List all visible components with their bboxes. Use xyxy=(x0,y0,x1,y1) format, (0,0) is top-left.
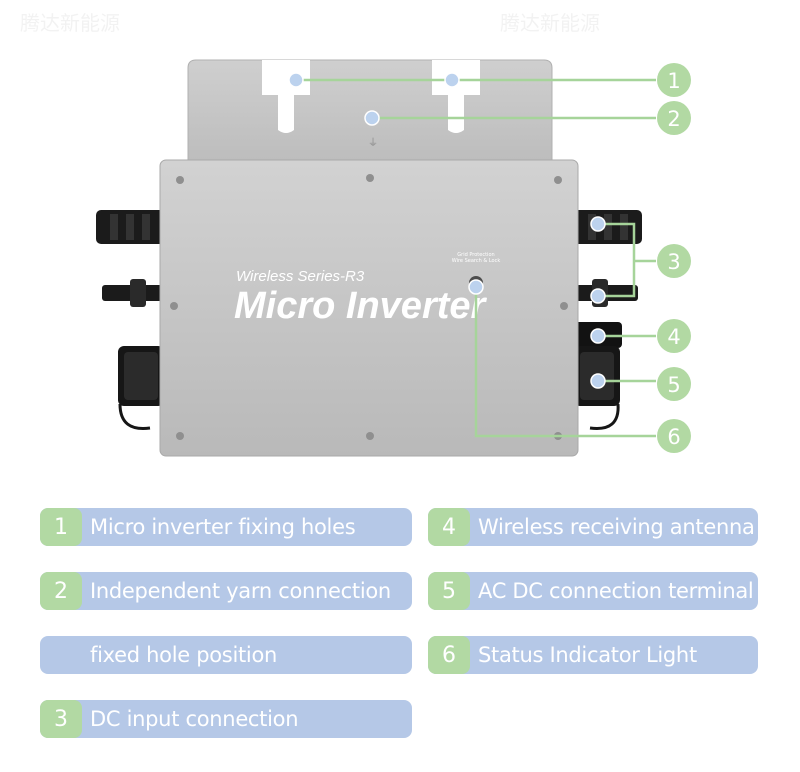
legend-item-2: 2 Independent yarn connection xyxy=(40,572,412,610)
callout-5: 5 xyxy=(657,367,691,401)
legend-item-5: 5 AC DC connection terminal xyxy=(428,572,758,610)
svg-text:腾达新能源: 腾达新能源 xyxy=(20,11,120,35)
callout-4: 4 xyxy=(657,319,691,353)
legend-item-3: 3 DC input connection xyxy=(40,700,412,738)
legend-text: Micro inverter fixing holes xyxy=(90,515,356,539)
leader-lines xyxy=(296,78,656,438)
dc-connectors-left xyxy=(96,210,166,307)
fixing-hole-right xyxy=(432,60,480,133)
svg-text:3: 3 xyxy=(667,250,680,274)
svg-text:腾达新能源: 腾达新能源 xyxy=(500,11,600,35)
legend-text: Independent yarn connection xyxy=(90,579,391,603)
legend-number: 5 xyxy=(428,572,470,610)
legend-item-4: 4 Wireless receiving antenna xyxy=(428,508,758,546)
legend-text: DC input connection xyxy=(90,707,299,731)
svg-text:⏚: ⏚ xyxy=(368,137,378,149)
legend-item-1: 1 Micro inverter fixing holes xyxy=(40,508,412,546)
series-label: Wireless Series-R3 xyxy=(236,268,365,285)
svg-text:5: 5 xyxy=(667,373,680,397)
legend-number: 3 xyxy=(40,700,82,738)
ac-terminal-left xyxy=(118,346,164,430)
legend-number: 2 xyxy=(40,572,82,610)
product-name: Micro Inverter xyxy=(234,285,488,327)
svg-text:2: 2 xyxy=(667,107,680,131)
pointer-dots xyxy=(288,72,606,389)
legend-number: 1 xyxy=(40,508,82,546)
svg-text:4: 4 xyxy=(667,325,680,349)
legend-text: Wireless receiving antenna xyxy=(478,515,755,539)
svg-text:6: 6 xyxy=(667,425,680,449)
callout-3: 3 xyxy=(657,244,691,278)
legend-number: 6 xyxy=(428,636,470,674)
indicator-caption-1: Grid Protection xyxy=(457,252,494,258)
callout-6: 6 xyxy=(657,419,691,453)
inverter-diagram: 腾达新能源 腾达新能源 腾达新能源 ⏚ xyxy=(20,11,691,457)
legend-text: fixed hole position xyxy=(90,643,278,667)
callout-2: 2 xyxy=(657,101,691,135)
legend-text: Status Indicator Light xyxy=(478,643,697,667)
inverter-body: Wireless Series-R3 Micro Inverter Grid P… xyxy=(159,159,579,457)
legend-item-2-continued: fixed hole position xyxy=(40,636,412,674)
legend-number: 4 xyxy=(428,508,470,546)
svg-text:1: 1 xyxy=(667,69,680,93)
indicator-caption-2: Wire Search & Lock xyxy=(452,258,501,264)
legend-text: AC DC connection terminal xyxy=(478,579,754,603)
callout-1: 1 xyxy=(657,63,691,97)
legend-item-6: 6 Status Indicator Light xyxy=(428,636,758,674)
